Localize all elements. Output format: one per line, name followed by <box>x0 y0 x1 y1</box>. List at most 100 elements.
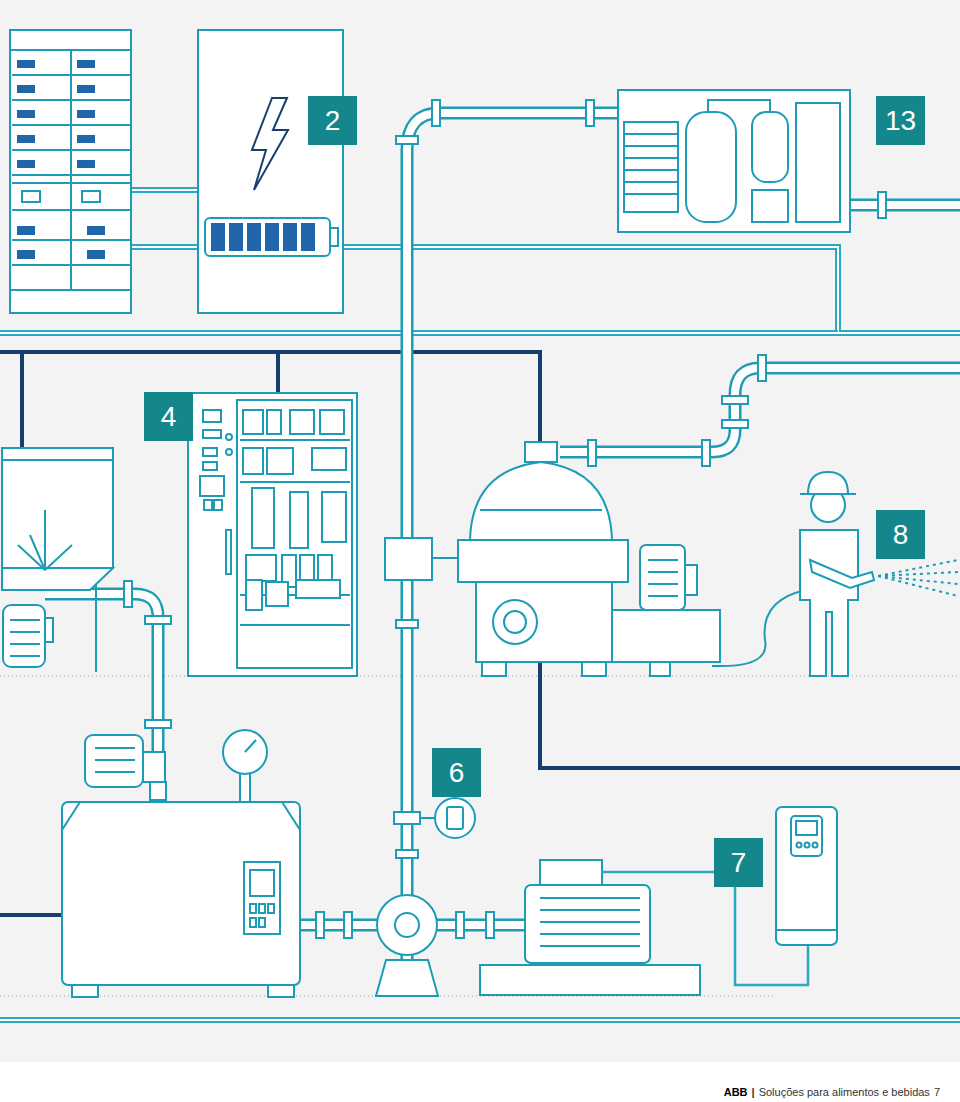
compressor-unit-part <box>618 90 850 232</box>
cip-unit-part <box>259 904 265 913</box>
callout-number: 4 <box>161 403 177 431</box>
background-part <box>0 1062 960 1102</box>
cip-unit-part <box>95 759 135 761</box>
cip-unit-part <box>268 985 294 997</box>
control-cabinet-part <box>203 448 217 456</box>
callout-box: 6 <box>432 748 481 797</box>
control-cabinet-part <box>214 500 222 510</box>
pressure-sensor-part <box>435 798 475 838</box>
energy-storage-panel-part <box>229 223 243 251</box>
switchgear-cabinet-part <box>87 250 105 259</box>
pump-and-motor-part <box>480 965 700 995</box>
cip-unit-part <box>244 862 280 934</box>
callout-number: 7 <box>731 849 747 877</box>
separator-part <box>640 545 685 610</box>
separator-part <box>480 509 602 511</box>
switchgear-cabinet-part <box>12 182 130 184</box>
switchgear-cabinet-part <box>12 74 130 76</box>
switchgear-cabinet-part <box>17 60 35 68</box>
pipes-part <box>456 912 464 938</box>
separator-bar: | <box>752 1086 755 1098</box>
compressor-unit-part <box>624 193 678 195</box>
switchgear-cabinet-part <box>12 124 130 126</box>
separator <box>385 442 720 676</box>
cip-unit-part <box>150 782 166 800</box>
switchgear-cabinet-part <box>17 226 35 235</box>
mixing-tank-part <box>2 568 113 590</box>
cip-unit-part <box>250 918 256 927</box>
control-cabinet-part <box>200 476 224 496</box>
control-cabinet-part <box>226 530 231 574</box>
worker-part <box>712 590 806 666</box>
compressor-unit <box>618 90 850 232</box>
footer-title: Soluções para alimentos e bebidas <box>759 1086 930 1098</box>
switchgear-cabinet-part <box>12 209 130 211</box>
pump-and-motor-part <box>540 897 640 899</box>
pipes-part <box>588 440 596 466</box>
pump-and-motor-part <box>540 945 640 947</box>
worker-part <box>878 572 958 576</box>
power-lines-part <box>0 332 838 334</box>
brand-name: ABB <box>724 1086 748 1098</box>
switchgear-cabinet-part <box>82 191 100 202</box>
network-lines-part <box>0 913 62 917</box>
energy-storage-panel-part <box>205 218 330 256</box>
pressure-sensor-part <box>447 807 463 829</box>
pipes-part <box>436 919 525 932</box>
control-cabinet-part <box>246 580 262 610</box>
frequency-drive-part <box>791 816 822 856</box>
switchgear-cabinet-part <box>17 85 35 93</box>
pump-and-motor <box>376 860 700 996</box>
pipes-part <box>432 100 440 126</box>
frequency-drive-part <box>776 807 837 945</box>
control-cabinet-part <box>204 500 212 510</box>
pipes-part <box>344 912 352 938</box>
pipes-part <box>878 192 886 218</box>
pipes-part <box>396 620 418 628</box>
pump-and-motor-part <box>377 895 437 955</box>
energy-storage-panel-part <box>198 30 343 313</box>
control-cabinet-part <box>188 393 357 676</box>
page-number: 7 <box>934 1086 940 1098</box>
compressor-unit-part <box>624 181 678 183</box>
control-cabinet-part <box>240 624 350 626</box>
switchgear-cabinet-part <box>12 239 130 241</box>
pipes-part <box>702 440 710 466</box>
worker-part <box>878 560 958 576</box>
pipes-part <box>586 100 594 126</box>
pipes-part <box>145 720 171 728</box>
separator-part <box>525 442 557 462</box>
control-cabinet-part <box>322 492 346 542</box>
pump-and-motor-part <box>395 913 419 937</box>
power-lines-part <box>0 1017 960 1023</box>
switchgear-cabinet-part <box>87 226 105 235</box>
power-lines-part <box>131 246 198 248</box>
callout-box: 13 <box>876 96 925 145</box>
control-cabinet-part <box>320 410 344 434</box>
pipes-part <box>722 420 748 428</box>
pressure-sensor-part <box>420 817 435 819</box>
frequency-drive-part <box>813 843 818 848</box>
control-cabinet-part <box>266 582 288 606</box>
control-cabinet-part <box>226 449 232 455</box>
separator-part <box>470 462 612 540</box>
separator-part <box>458 540 628 582</box>
drive-wiring-part <box>602 871 714 874</box>
control-cabinet-part <box>252 488 274 548</box>
control-cabinet-part <box>203 430 221 438</box>
callout-box: 8 <box>876 510 925 559</box>
pipes-part <box>850 201 960 209</box>
pump-and-motor-part <box>540 921 640 923</box>
pressure-sensor <box>394 798 475 838</box>
floor-lines <box>0 676 960 996</box>
mixing-tank-part <box>30 535 45 570</box>
switchgear-cabinet-part <box>77 85 95 93</box>
worker-part <box>800 530 858 676</box>
callout-box: 2 <box>308 96 357 145</box>
mixing-tank-part <box>10 631 40 633</box>
separator-part <box>432 557 458 559</box>
cip-unit-part <box>95 747 135 749</box>
control-cabinet-part <box>267 448 293 474</box>
network-lines-part <box>276 352 280 393</box>
control-cabinet-part <box>237 400 352 668</box>
